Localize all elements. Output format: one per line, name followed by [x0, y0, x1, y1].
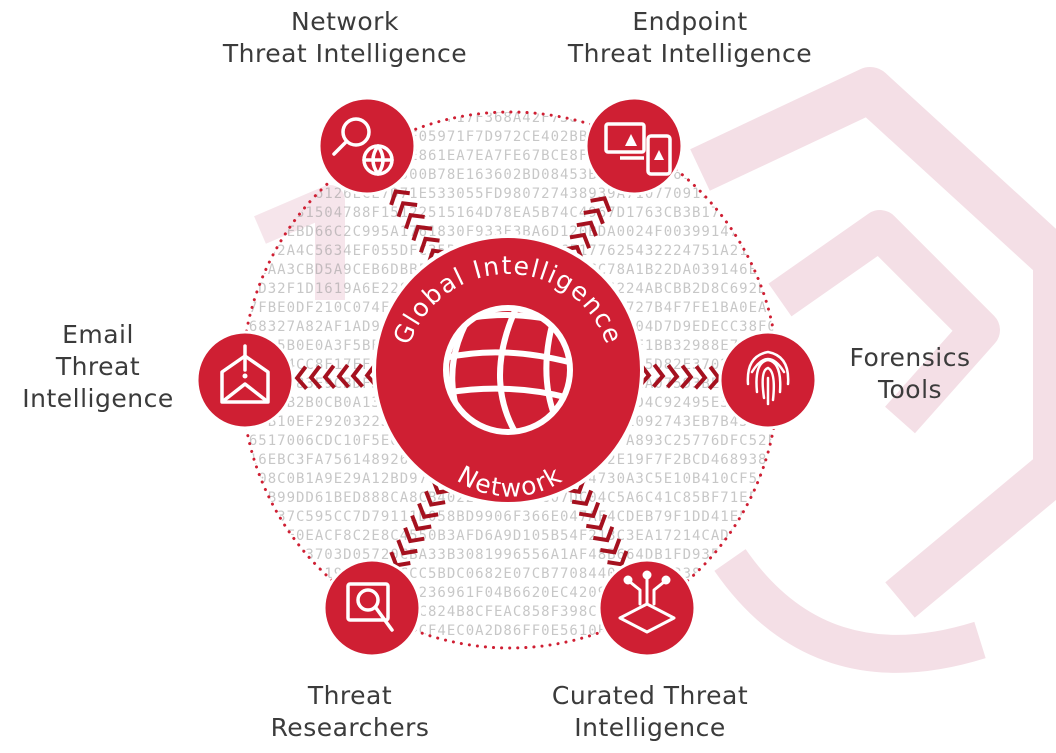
label-email-line-3: Intelligence — [22, 384, 174, 413]
magnifier-icon — [346, 582, 394, 632]
chevron-mark — [389, 189, 410, 206]
label-email-line-2: Threat — [55, 352, 141, 381]
label-endpoint: Endpoint Threat Intelligence — [540, 6, 840, 70]
chevron-mark — [294, 365, 309, 390]
label-network: Network Threat Intelligence — [195, 6, 495, 70]
chevron-mark — [417, 502, 439, 519]
data-pattern-row: D9E0537C595CC7D79111D058BD9906F366E047AF… — [230, 509, 890, 525]
chevron-mark — [583, 208, 605, 225]
chevron-mark — [607, 550, 629, 567]
chevron-mark — [424, 490, 446, 507]
data-pattern-row: FCE346EBD66C2C995A1761830F933F3BA6D120BD… — [230, 224, 890, 240]
chevron-mark — [585, 513, 608, 531]
label-endpoint-line-2: Threat Intelligence — [567, 39, 813, 68]
label-researchers-line-2: Researchers — [270, 713, 430, 742]
data-pattern-row: D5FE9EFB3703D05720CBA33B3081996556A1AF48… — [230, 547, 890, 563]
chevron-mark — [693, 365, 708, 390]
chevron-mark — [569, 232, 591, 249]
chevron-mark — [419, 236, 440, 253]
node-endpoint — [584, 96, 684, 196]
chevron-mark — [578, 501, 601, 519]
label-network-line-1: Network — [291, 7, 399, 36]
central-hub: Global Intelligence Network — [372, 234, 644, 506]
chevron-mark — [665, 363, 680, 389]
chevron-mark — [350, 363, 365, 388]
devices-alert-icon — [604, 122, 672, 176]
chevron-mark — [308, 364, 323, 390]
label-email-line-1: Email — [62, 320, 134, 349]
chevron-mark — [571, 489, 593, 507]
label-curated: Curated Threat Intelligence — [515, 680, 785, 744]
watermark — [254, 67, 1056, 673]
chevron-mark — [651, 363, 666, 388]
data-pattern-row: 3A6E18E0EACF8C2E8C4550B3AFD6A9D105B54F21… — [230, 528, 890, 544]
chevron-mark — [410, 514, 432, 532]
label-email: Email Threat Intelligence — [0, 319, 196, 415]
label-forensics: Forensics Tools — [810, 342, 1010, 406]
chevron-mark — [679, 364, 694, 389]
label-researchers: Threat Researchers — [230, 680, 470, 744]
chevron-mark — [396, 539, 418, 556]
chevron-mark — [336, 363, 351, 389]
circuit-icon — [618, 570, 676, 634]
label-network-line-2: Threat Intelligence — [222, 39, 468, 68]
chevron-mark — [592, 526, 615, 543]
label-curated-line-2: Intelligence — [574, 713, 726, 742]
fingerprint-icon — [746, 350, 790, 406]
data-pattern-row: 8916DB8896126ECE7D71E533055FD98072743893… — [230, 186, 890, 202]
chevron-mark — [590, 196, 612, 213]
node-curated — [597, 558, 697, 658]
node-email — [195, 330, 295, 430]
chevron-mark — [576, 220, 598, 237]
node-forensics — [718, 330, 818, 430]
label-forensics-line-2: Tools — [877, 375, 943, 404]
label-curated-line-1: Curated Threat — [551, 681, 749, 710]
node-researchers — [322, 558, 422, 658]
data-pattern-row: 4F92AB031504788F15122515164D78EA5B74C496… — [230, 205, 890, 221]
label-researchers-line-1: Threat — [307, 681, 393, 710]
chevron-mark — [411, 224, 433, 242]
chevron-mark — [396, 201, 418, 218]
chevron-mark — [404, 212, 425, 230]
node-network — [317, 96, 417, 196]
data-pattern-row: 8F245C797819D69CCDCCC5BDC0682E07CB770844… — [230, 566, 890, 582]
label-endpoint-line-1: Endpoint — [632, 7, 748, 36]
chevron-mark — [403, 527, 425, 544]
chevron-mark — [322, 364, 337, 389]
envelope-alert-icon — [220, 344, 270, 404]
label-forensics-line-1: Forensics — [849, 343, 971, 372]
network-search-icon — [332, 117, 394, 176]
chevron-mark — [600, 538, 622, 555]
